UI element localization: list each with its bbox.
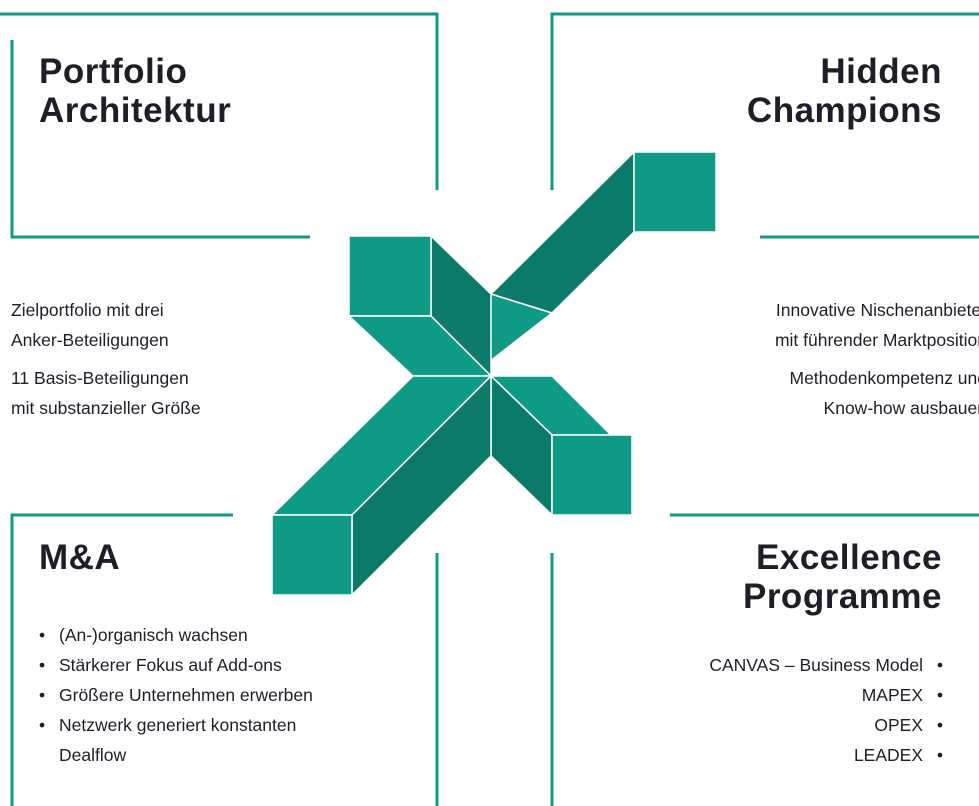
paragraph-innovative-nischenanbieter: Innovative Nischenanbieter mit führender… <box>774 300 979 350</box>
list-item: (An-)organisch wachsen <box>37 620 427 650</box>
excellence-bullet-list: CANVAS – Business Model MAPEX OPEX LEADE… <box>585 650 945 770</box>
list-item: CANVAS – Business Model <box>585 650 945 680</box>
frame-top-left-lower <box>10 40 310 239</box>
paragraph-methodenkompetenz: Methodenkompetenz und Know-how ausbauen <box>789 368 979 418</box>
quadrant-title-m-and-a: M&A <box>39 538 121 577</box>
m-and-a-bullet-list: (An-)organisch wachsen Stärkerer Fokus a… <box>37 620 427 770</box>
list-item: Größere Unternehmen erwerben <box>37 680 427 710</box>
frame-bottom-left <box>10 513 233 806</box>
paragraph-zielportfolio: Zielportfolio mit drei Anker-Beteiligung… <box>11 300 169 350</box>
list-item: LEADEX <box>585 740 945 770</box>
list-item: MAPEX <box>585 680 945 710</box>
list-item: Stärkerer Fokus auf Add-ons <box>37 650 427 680</box>
frame-top-right <box>550 12 979 190</box>
quadrant-title-hidden-champions: Hidden Champions <box>746 52 942 130</box>
quadrant-title-excellence-programme: Excellence Programme <box>742 538 942 616</box>
paragraph-basis-beteiligungen: 11 Basis-Beteiligungen mit substanzielle… <box>11 368 201 418</box>
quadrant-title-portfolio-architektur: Portfolio Architektur <box>39 52 232 130</box>
list-item: Netzwerk generiert konstanten Dealflow <box>37 710 427 770</box>
list-item: OPEX <box>585 710 945 740</box>
frame-top-left <box>0 12 439 190</box>
x-cross-logo-icon <box>271 151 717 596</box>
